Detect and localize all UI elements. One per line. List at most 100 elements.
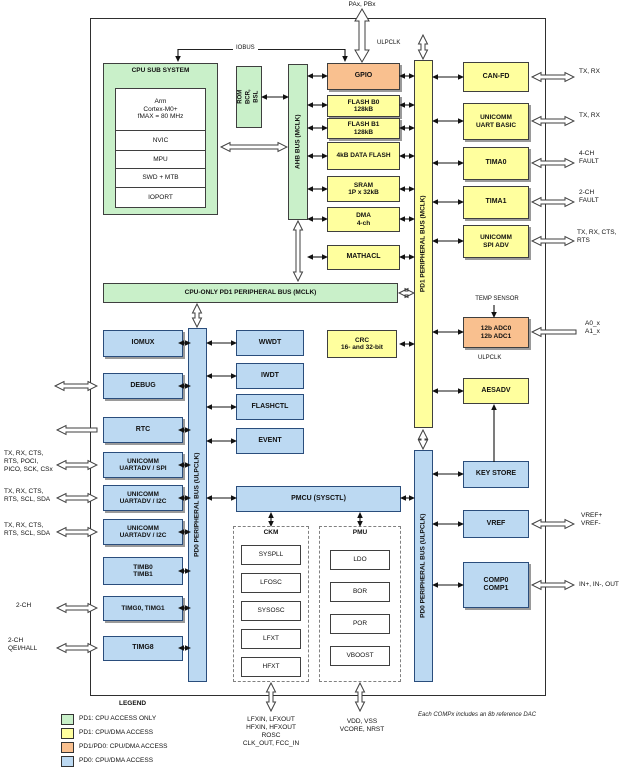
connector-arrow [206,372,237,380]
pin-label-spi-adv: TX, RX, CTS, RTS [577,229,617,245]
block-unicomm-uart-basic: UNICOMM UART BASIC [463,103,529,140]
pin-label-vref: VREF+ VREF- [581,512,603,528]
connector-arrow [307,101,328,109]
pin-label-canfd: TX, RX [579,68,600,75]
pin-arrow [292,219,304,283]
block-key-store: KEY STORE [463,461,529,488]
bus-pd0-right: PD0 PERIPHERAL BUS (ULPCLK) [414,450,433,682]
connector-arrow [432,159,464,167]
legend-label-pd1-cpu-dma: PD1: CPU/DMA ACCESS [79,729,154,736]
pin-label-timg01: 2-CH [16,602,32,609]
connector-arrow [400,494,415,502]
label-temp-sensor: TEMP SENSOR [475,296,519,302]
block-debug: DEBUG [103,373,183,399]
connector-arrow [399,253,415,261]
pin-label-timg8: 2-CH QEI/HALL [8,637,38,653]
block-nvic: NVIC [115,130,206,151]
block-unicomm-uartadv-i2c-2: UNICOMM UARTADV / I2C [103,519,183,545]
block-unicomm-uartadv-spi: UNICOMM UARTADV / SPI [103,452,183,478]
connector-arrow [178,604,191,612]
block-mathacl: MATHACL [327,245,400,270]
connector-arrow [432,73,464,81]
connector-arrow [206,494,237,502]
connector-arrow [432,581,464,589]
pin-arrow [530,196,576,208]
pin-label-comp: IN+, IN-, OUT [579,581,619,588]
connector-arrow [490,305,498,318]
connector-arrow [178,426,191,434]
block-lfosc: LFOSC [241,573,301,593]
connector-arrow [432,387,464,395]
connector-arrow [432,198,464,206]
connector-arrow [307,185,328,193]
cpu-subsystem-title: CPU SUB SYSTEM [131,67,190,74]
pin-arrow [530,115,576,127]
bus-pd0-left: PD0 PERIPHERAL BUS (ULPCLK) [188,328,207,682]
bus-pd1: PD1 PERIPHERAL BUS (MCLK) [414,60,433,428]
pin-label-adc: A0_x A1_x [585,320,600,336]
pin-arrow-gpio-port [354,8,370,63]
connector-arrow [399,215,415,223]
connector-arrow [178,567,191,575]
legend-label-pd1-pd0: PD1/PD0: CPU/DMA ACCESS [79,743,168,750]
legend-swatch-yellow [61,728,74,739]
block-bor: BOR [330,582,390,602]
pin-arrow [55,492,99,504]
connector-arrow [307,215,328,223]
connector-arrow [399,124,415,132]
connector-arrow [307,124,328,132]
pin-label-uartadv-i2c-1: TX, RX, CTS, RTS, SCL, SDA [4,488,51,504]
connector-arrow [178,644,191,652]
pin-arrow [530,579,576,591]
block-unicomm-spi-adv: UNICOMM SPI ADV [463,225,529,258]
pin-arrow [53,380,99,392]
pin-label-pax-pbx: PAx, PBx [348,1,376,8]
block-syspll: SYSPLL [241,545,301,565]
bus-cpu-only-pd1: CPU-ONLY PD1 PERIPHERAL BUS (MCLK) [103,283,398,303]
block-canfd: CAN-FD [463,62,529,92]
device-frame [90,18,546,696]
pin-arrow [55,642,99,654]
connector-arrow [399,72,415,80]
block-tima1: TIMA1 [463,186,529,219]
pin-label-tima0: 4-CH FAULT [579,150,599,166]
block-dma: DMA 4-ch [327,207,400,232]
pin-arrow [265,681,277,713]
pin-arrow [417,33,429,61]
block-aesadv: AESADV [463,378,529,404]
connector-arrow [490,404,498,462]
connector-arrow [307,72,328,80]
connector-arrow [178,382,191,390]
connector-arrow [432,117,464,125]
connector-arrow [399,185,415,193]
block-flash-b1: FLASH B1 128kB [327,118,400,139]
legend-swatch-orange [61,742,74,753]
connector-arrow [206,437,237,445]
legend-label-pd0-cpu-dma: PD0: CPU/DMA ACCESS [79,757,154,764]
pin-arrow [219,141,289,153]
pin-label-uartadv-i2c-2: TX, RX, CTS, RTS, SCL, SDA [4,522,51,538]
pin-label-power-pins: VDD, VSS VCORE, NRST [339,718,385,734]
block-timb0-timb1: TIMB0 TIMB1 [103,557,183,585]
pin-arrow [417,428,429,451]
label-iobus: IOBUS [233,45,258,53]
block-wwdt: WWDT [236,330,304,356]
connector-arrow [399,340,415,348]
bus-ahb: AHB BUS (MCLK) [288,64,308,220]
connector-arrow [261,93,289,101]
legend-title: LEGEND [119,700,147,707]
connector-arrow [432,520,464,528]
block-timg8: TIMG8 [103,636,183,661]
connector-arrow [432,237,464,245]
pin-arrow [55,424,98,436]
pin-arrow [530,71,576,83]
block-sysosc: SYSOSC [241,601,301,621]
connector-arrow [178,494,191,502]
block-mpu: MPU [115,150,206,169]
pin-arrow [530,157,576,169]
block-tima0: TIMA0 [463,147,529,180]
block-adc0-adc1: 12b ADC0 12b ADC1 [463,317,529,348]
block-hfxt: HFXT [241,657,301,677]
block-vboost: VBOOST [330,646,390,666]
